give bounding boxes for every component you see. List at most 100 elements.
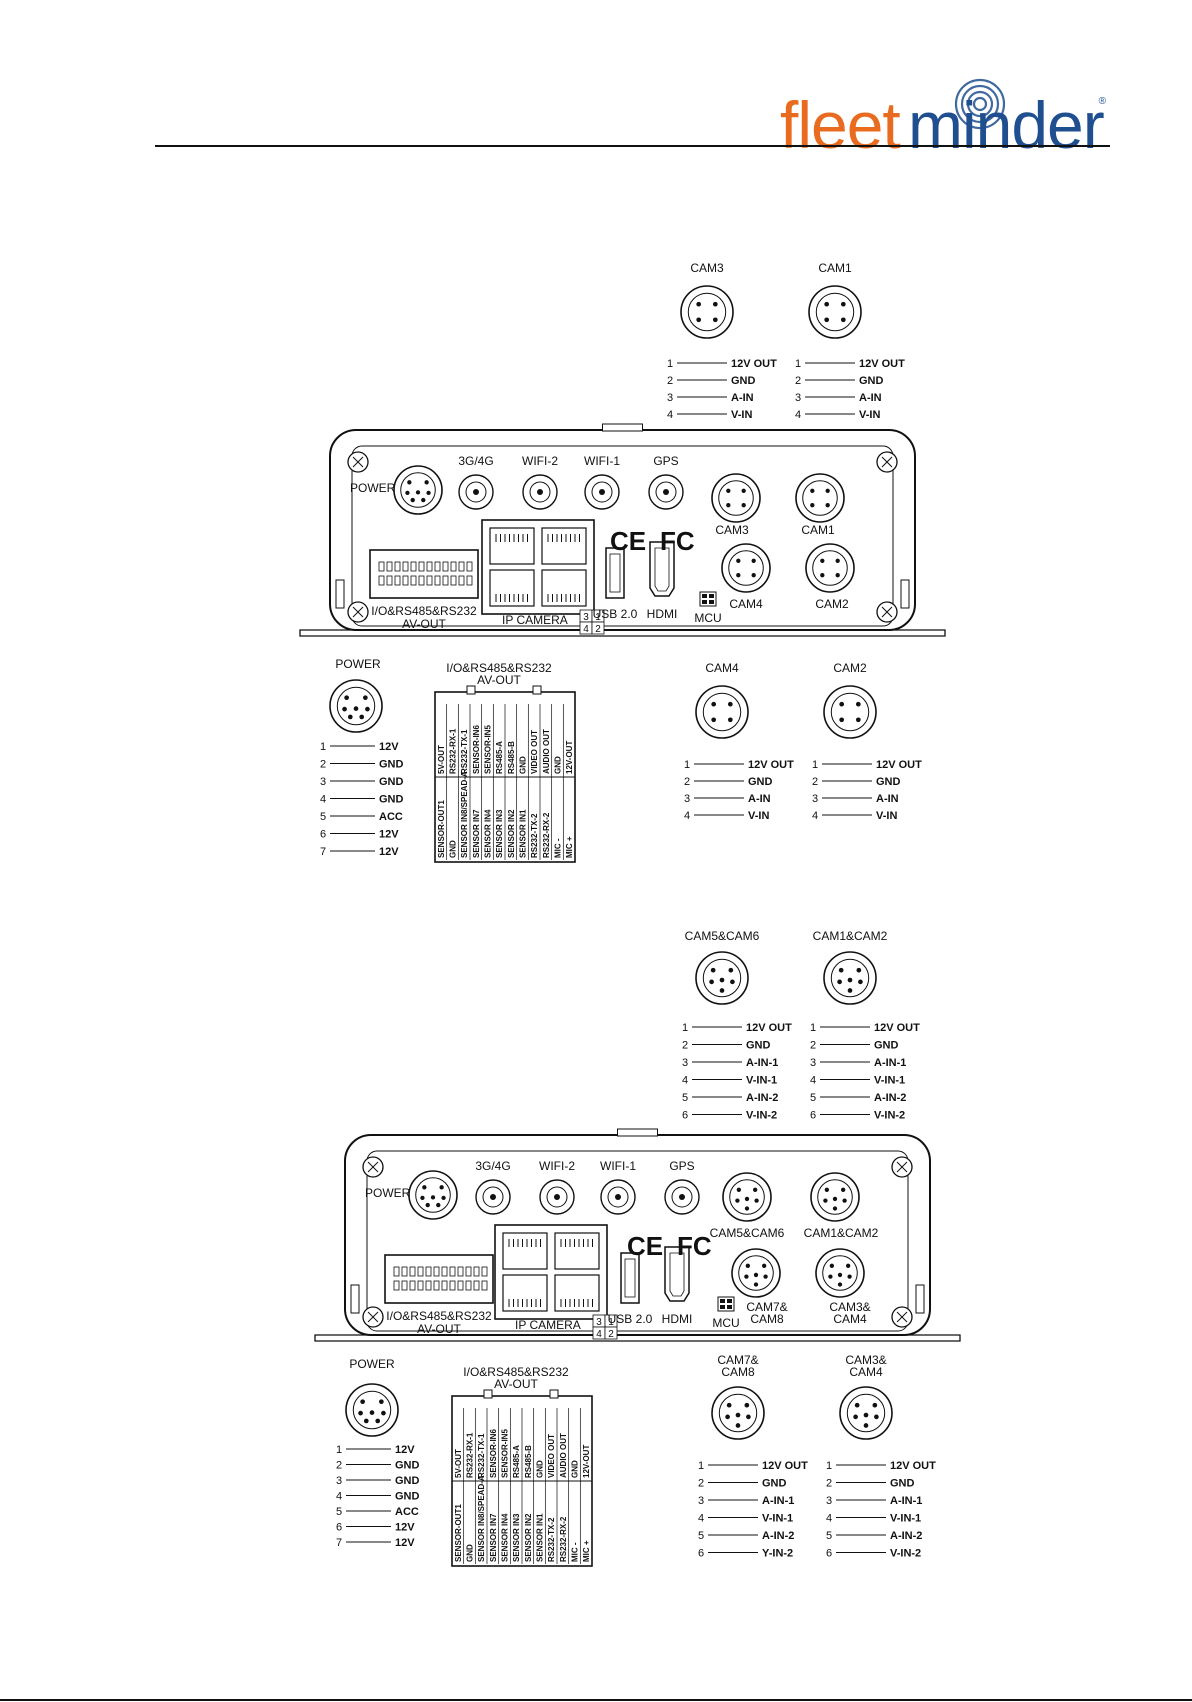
io-pin-slot — [394, 561, 401, 572]
pin-number: 2 — [812, 776, 818, 788]
pin-label: GND — [379, 759, 404, 771]
antenna-wifi1: WIFI-1 — [584, 454, 620, 510]
panel-avout-label: AV-OUT — [417, 1322, 461, 1336]
screw-slot — [367, 1161, 379, 1173]
mcu-pin — [702, 594, 707, 598]
connector-pin — [744, 1274, 749, 1279]
panel-power-label: POWER — [350, 481, 396, 495]
connector-pin — [441, 1195, 446, 1201]
connector-pin — [837, 979, 842, 985]
pin-number: 4 — [320, 794, 326, 806]
connector-pin — [855, 717, 861, 723]
pin-label: 12V OUT — [890, 1460, 936, 1472]
mcu-pin — [709, 600, 714, 604]
connector-pin — [751, 558, 756, 563]
pin-label: 12V — [379, 741, 399, 753]
connector-pin — [824, 317, 830, 323]
antenna-3g4g: 3G/4G — [475, 1159, 511, 1215]
fleetminder-logo: fleet minder ® — [780, 78, 1110, 158]
io-pin-label-bottom: SENSOR-OUT1 — [437, 800, 446, 858]
bottom-cam-connector — [839, 1386, 893, 1440]
pin-number: 1 — [826, 1460, 832, 1472]
pin-number: 4 — [667, 409, 673, 421]
io-pin-slot — [450, 575, 457, 586]
connector-pin — [381, 1410, 386, 1416]
panel-cam-connector — [731, 1248, 781, 1298]
pin-number: 5 — [320, 811, 326, 823]
pin-label: GND — [395, 1460, 420, 1472]
antenna-jack-inner — [655, 481, 677, 503]
connector-pin — [874, 1414, 879, 1420]
pin-label: 12V OUT — [762, 1460, 808, 1472]
io-pin-slot — [386, 575, 393, 586]
connector-pin — [353, 706, 359, 711]
io-pin-label-bottom: MIC - — [571, 1542, 580, 1562]
io-pin-label-top: AUDIO OUT — [542, 729, 551, 774]
panel-ipcam-label: IP CAMERA — [502, 613, 568, 627]
pin-label: A-IN — [748, 793, 771, 805]
connector-pin — [855, 701, 861, 707]
pin-number: 3 — [698, 1495, 704, 1507]
antenna-jack-inner — [465, 481, 487, 503]
screw-top-right-icon — [891, 1156, 913, 1178]
io-pin-slot — [401, 1280, 408, 1291]
pin-label: GND — [874, 1040, 899, 1052]
pin-number: 6 — [336, 1522, 342, 1534]
pin-label: V-IN — [876, 810, 897, 822]
pin-label: A-IN-1 — [890, 1495, 922, 1507]
pin-number: 4 — [698, 1513, 704, 1525]
pin-label: 12V — [395, 1522, 415, 1534]
rj45-port — [502, 1274, 548, 1312]
panel-hdmi-label: HDMI — [662, 1312, 693, 1326]
connector-inner-ring — [802, 480, 838, 516]
connector-pin — [735, 1412, 741, 1418]
pin-label: GND — [379, 776, 404, 788]
connector-pin — [839, 701, 845, 707]
connector-pin — [379, 1399, 384, 1405]
io-pin-label-bottom: RS232-TX-2 — [530, 813, 539, 858]
power-pinout-connector — [345, 1383, 399, 1437]
bottom-cam-connector — [823, 685, 877, 739]
connector-inner-ring — [336, 686, 376, 726]
power-pinout-connector — [329, 679, 383, 733]
io-pin-label-bottom: SENSOR IN2 — [507, 809, 516, 858]
connector-inner-ring — [738, 1255, 774, 1291]
io-table-key — [466, 685, 476, 695]
pin-number: 3 — [336, 1475, 342, 1487]
connector-pin — [711, 717, 717, 723]
connector-inner-ring — [352, 1390, 392, 1430]
screw-bottom-left-icon — [362, 1306, 384, 1328]
io-pin-slot — [401, 1266, 408, 1277]
panel-cam-label: CAM4 — [729, 597, 763, 611]
io-pin-slot — [466, 561, 473, 572]
pin-label: 12V — [379, 846, 399, 858]
pin-label: V-IN-1 — [890, 1513, 921, 1525]
pin-label: GND — [731, 375, 756, 387]
connector-pin — [744, 1402, 750, 1408]
io-pin-label-top: AUDIO OUT — [559, 1433, 568, 1478]
io-pin-slot — [418, 561, 425, 572]
antenna-label: 3G/4G — [475, 1159, 510, 1173]
connector-pin — [753, 1272, 759, 1278]
antenna-jack-inner — [482, 1186, 504, 1208]
io-pin-label-top: 5V-OUT — [454, 1449, 463, 1478]
rj45-port — [541, 569, 587, 607]
pin-label: V-IN — [859, 409, 880, 421]
io-pin-slot — [433, 1280, 440, 1291]
panel-mcu-label: MCU — [694, 611, 721, 625]
connector-pin — [719, 977, 725, 983]
ip-port-number: 2 — [608, 1329, 614, 1340]
connector-inner-ring — [822, 1255, 858, 1291]
io-pin-label-bottom: SENSOR IN3 — [512, 1513, 521, 1562]
pin-number: 2 — [810, 1040, 816, 1052]
pin-number: 6 — [682, 1110, 688, 1122]
ip-port-number: 3 — [596, 1317, 602, 1328]
ip-port-number: 4 — [583, 624, 589, 635]
connector-pin — [735, 1198, 740, 1203]
io-pin-slot — [457, 1266, 464, 1277]
io-pin-label-bottom: SENSOR IN1 — [519, 809, 528, 858]
connector-inner-ring — [400, 472, 436, 508]
